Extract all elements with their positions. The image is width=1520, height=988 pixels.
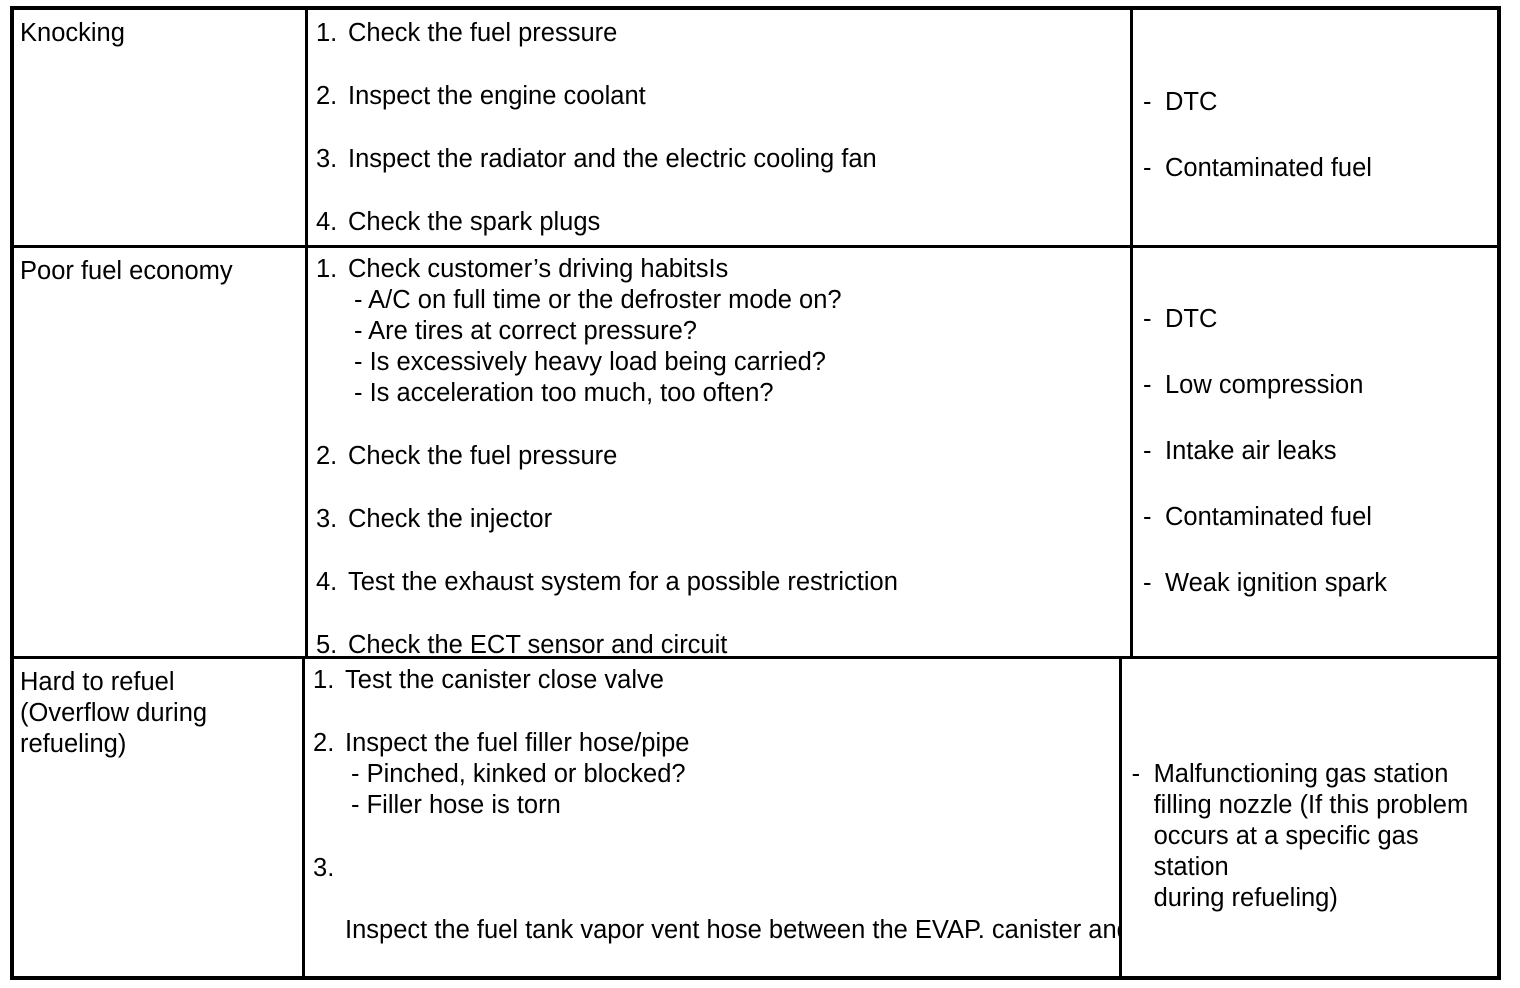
symptom-line: Knocking	[20, 19, 125, 47]
table-row: Poor fuel economy 1. Check customer’s dr…	[14, 245, 1497, 656]
step-text: Check the injector	[348, 505, 553, 533]
step-number: 1.	[313, 666, 335, 694]
step-text: Check the fuel pressure	[348, 442, 618, 470]
step-item: 4. Test the exhaust system for a possibl…	[316, 567, 1130, 598]
step-item: 3. Check the injector	[316, 504, 1130, 535]
cause-text: Contaminated fuel	[1165, 503, 1372, 531]
spacer	[316, 49, 1130, 81]
sub-step: - Pinched, kinked or blocked?	[351, 760, 686, 788]
sub-step: - Are tires at correct pressure?	[354, 317, 697, 345]
spacer	[316, 175, 1130, 207]
step-number: 1.	[316, 255, 338, 283]
step-text: Inspect the engine coolant	[348, 82, 646, 110]
cause-item: - Contaminated fuel	[1143, 502, 1497, 533]
causes-cell: - DTC - Contaminated fuel	[1130, 10, 1497, 245]
step-text: Inspect the fuel tank vapor vent hose be…	[345, 916, 1119, 944]
step-item: 2. Check the fuel pressure	[316, 441, 1130, 472]
symptom-line: (Overflow during	[20, 699, 208, 727]
step-item: 4. Check the spark plugs	[316, 207, 1130, 238]
cause-item: - DTC	[1143, 304, 1497, 335]
spacer	[316, 598, 1130, 630]
cause-item: - Weak ignition spark	[1143, 568, 1497, 599]
step-number: 2.	[313, 729, 335, 757]
symptom-line: refueling)	[20, 730, 127, 758]
step-number: 2.	[316, 442, 338, 470]
sub-step: - Is excessively heavy load being carrie…	[354, 348, 826, 376]
cause-item: - Intake air leaks	[1143, 436, 1497, 467]
step-number: 3.	[316, 505, 338, 533]
step-number: 2.	[316, 82, 338, 110]
cause-text: Malfunctioning gas station filling nozzl…	[1153, 760, 1469, 912]
step-item: 1. Check the fuel pressure	[316, 18, 1130, 49]
step-text: Check customer’s driving habitsIs	[348, 255, 729, 283]
symptom-line: Hard to refuel	[20, 668, 175, 696]
spacer	[313, 696, 1119, 728]
cause-text: DTC	[1165, 88, 1218, 116]
cause-item: - Malfunctioning gas station filling noz…	[1132, 759, 1497, 914]
step-item: 2. Inspect the fuel filler hose/pipe	[313, 728, 1119, 759]
step-number: 3.	[316, 145, 338, 173]
symptom-cell: Knocking	[14, 10, 305, 245]
cause-text: Weak ignition spark	[1165, 569, 1388, 597]
step-text-block: Inspect the fuel tank vapor vent hose be…	[345, 853, 1119, 976]
steps-cell: 1. Check customer’s driving habitsIs - A…	[305, 248, 1130, 656]
step-number: 1.	[316, 19, 338, 47]
spacer	[316, 535, 1130, 567]
spacer	[316, 472, 1130, 504]
spacer	[313, 821, 1119, 853]
dash-bullet-icon: -	[1143, 569, 1152, 597]
dash-bullet-icon: -	[1143, 154, 1152, 182]
step-number: 5.	[316, 631, 338, 656]
sub-step: - A/C on full time or the defroster mode…	[354, 286, 842, 314]
cause-item: - Contaminated fuel	[1143, 153, 1497, 184]
dash-bullet-icon: -	[1143, 305, 1152, 333]
table-row: Hard to refuel (Overflow during refuelin…	[14, 656, 1497, 976]
dash-bullet-icon: -	[1131, 760, 1141, 788]
spacer	[316, 409, 1130, 441]
step-text: Inspect the fuel filler hose/pipe	[345, 729, 690, 757]
troubleshooting-table: Knocking 1. Check the fuel pressure 2. I…	[10, 6, 1501, 980]
step-item: 5. Check the ECT sensor and circuit	[316, 630, 1130, 656]
steps-cell: 1. Check the fuel pressure 2. Inspect th…	[305, 10, 1130, 245]
step-text: Test the exhaust system for a possible r…	[348, 568, 898, 596]
dash-bullet-icon: -	[1143, 503, 1152, 531]
steps-cell: 1. Test the canister close valve 2. Insp…	[302, 659, 1119, 976]
sub-step: - Is acceleration too much, too often?	[354, 379, 774, 407]
cause-item: - Low compression	[1143, 370, 1497, 401]
dash-bullet-icon: -	[1143, 88, 1152, 116]
symptom-cell: Hard to refuel (Overflow during refuelin…	[14, 659, 302, 976]
symptom-line: Poor fuel economy	[20, 257, 233, 285]
step-item: 1. Test the canister close valve	[313, 665, 1119, 696]
step-item: 1. Check customer’s driving habitsIs	[316, 254, 1130, 285]
cause-text: Intake air leaks	[1165, 437, 1337, 465]
causes-cell: - DTC - Low compression - Intake air lea…	[1130, 248, 1497, 656]
cause-text: Low compression	[1165, 371, 1364, 399]
sub-step: - Filler hose is torn	[351, 791, 561, 819]
step-number: 4.	[316, 208, 338, 236]
symptom-cell: Poor fuel economy	[14, 248, 305, 656]
cause-item: - DTC	[1143, 87, 1497, 118]
cause-text: Contaminated fuel	[1165, 154, 1372, 182]
step-text: Check the ECT sensor and circuit	[348, 631, 728, 656]
cause-text: DTC	[1165, 305, 1218, 333]
table-row: Knocking 1. Check the fuel pressure 2. I…	[14, 10, 1497, 245]
dash-bullet-icon: -	[1143, 371, 1152, 399]
causes-cell: - Malfunctioning gas station filling noz…	[1118, 659, 1497, 976]
step-item: 3. Inspect the fuel tank vapor vent hose…	[313, 853, 1119, 976]
step-text: Check the fuel pressure	[348, 19, 618, 47]
step-text: Test the canister close valve	[345, 666, 664, 694]
step-number: 3.	[313, 854, 335, 882]
step-text: Check the spark plugs	[348, 208, 601, 236]
step-number: 4.	[316, 568, 338, 596]
step-text: Inspect the radiator and the electric co…	[348, 145, 877, 173]
step-item: 2. Inspect the engine coolant	[316, 81, 1130, 112]
dash-bullet-icon: -	[1143, 437, 1152, 465]
spacer	[316, 112, 1130, 144]
step-item: 3. Inspect the radiator and the electric…	[316, 144, 1130, 175]
